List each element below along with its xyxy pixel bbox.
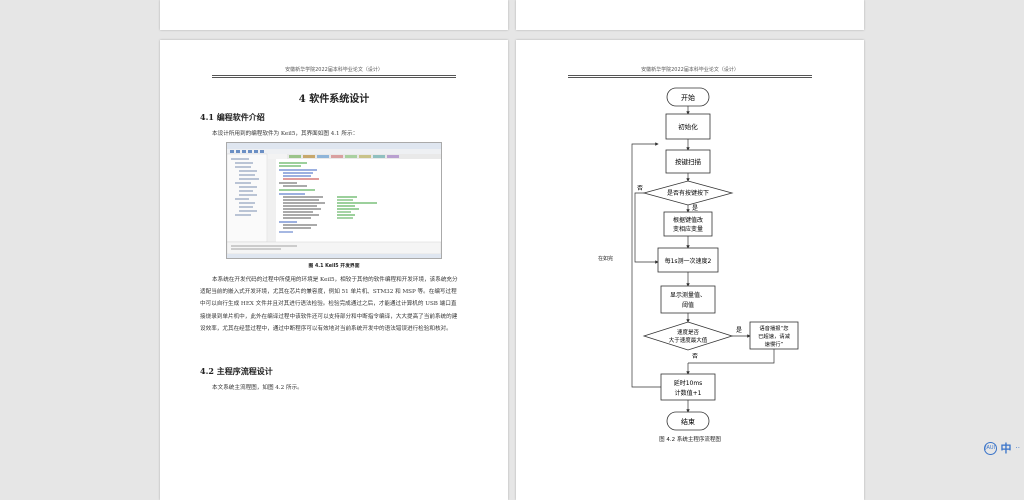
page-header: 安徽新华学院2022届本科毕业论文（设计） (285, 67, 383, 73)
flow-end: 结束 (666, 411, 710, 431)
flow-label-no-1: 否 (637, 185, 643, 192)
svg-text:大于速度最大值: 大于速度最大值 (669, 336, 708, 344)
page-header: 安徽新华学院2022届本科毕业论文（设计） (641, 67, 739, 73)
page-top-left-fragment (160, 0, 508, 30)
flow-delay-count: 延时10ms 计数值+1 (660, 373, 716, 401)
section-4-2-paragraph: 本文系统主流程图，如图 4.2 所示。 (212, 385, 303, 391)
flow-display-values: 显示测量值、 阈值 (660, 285, 716, 314)
section-title-4-2: 4.2 主程序流程设计 (200, 366, 273, 376)
side-annotation: 在如完 (598, 256, 614, 262)
svg-text:变相应变量: 变相应变量 (673, 225, 703, 233)
svg-text:速慢行”: 速慢行” (765, 340, 784, 348)
more-dots-icon[interactable]: ⋅⋅ (1015, 444, 1020, 452)
document-page-right: 安徽新华学院2022届本科毕业论文（设计） 开始 (516, 40, 864, 500)
header-rule-thin (568, 77, 812, 78)
flow-init: 初始化 (665, 113, 711, 140)
svg-text:计数值+1: 计数值+1 (675, 389, 702, 397)
document-page-left: 安徽新华学院2022届本科毕业论文（设计） 4 软件系统设计 4.1 编程软件介… (160, 40, 508, 500)
svg-text:每1s测一次速度2: 每1s测一次速度2 (665, 257, 712, 265)
corner-toolbar[interactable]: JAUI 中 ⋅⋅ (983, 440, 1020, 456)
svg-text:语音播报“您: 语音播报“您 (759, 324, 788, 332)
assistant-circle-icon[interactable]: JAUI (983, 441, 997, 455)
figure-4-1-caption: 图 4.1 Keil5 开发界面 (308, 264, 360, 269)
svg-text:已超速，请减: 已超速，请减 (758, 332, 790, 340)
svg-text:延时10ms: 延时10ms (674, 379, 703, 387)
svg-text:速度是否: 速度是否 (677, 328, 700, 336)
svg-text:开始: 开始 (681, 93, 695, 102)
svg-text:显示测量值、: 显示测量值、 (670, 291, 706, 299)
flow-decision-key-pressed: 是否有按键按下 (642, 180, 734, 206)
chapter-title: 4 软件系统设计 (298, 94, 370, 105)
svg-text:阈值: 阈值 (682, 301, 694, 309)
svg-text:根据键值改: 根据键值改 (673, 216, 703, 224)
main-program-flowchart: 开始 初始化 按键扫描 是否有按键按下 否 是 根据键值改 变相应变量 每1s测… (631, 87, 799, 431)
flow-label-yes-1: 是 (692, 205, 698, 212)
keil5-screenshot (226, 142, 442, 259)
svg-text:按键扫描: 按键扫描 (675, 157, 702, 166)
keil5-screenshot-image (227, 143, 441, 258)
language-toggle[interactable]: 中 (1000, 442, 1012, 455)
header-rule-thin (212, 77, 456, 78)
flow-voice-warning: 语音播报“您 已超速，请减 速慢行” (749, 321, 799, 350)
figure-4-2-caption: 图 4.2 系统主程序流程图 (659, 437, 721, 443)
section-title-4-1: 4.1 编程软件介绍 (200, 112, 265, 122)
body-paragraph: 本系统在开发代码的过程中所使用的环境是 Keil5，相较于其他的软件编程和开发环… (200, 277, 458, 332)
flow-measure-speed: 每1s测一次速度2 (657, 247, 719, 273)
flow-label-no-2: 否 (692, 353, 698, 360)
flow-label-yes-2: 是 (736, 327, 742, 334)
svg-text:是否有按键按下: 是否有按键按下 (667, 189, 709, 197)
section-4-1-paragraph: 本设计所用到的编程软件为 Keil5，其界面如图 4.1 所示： (212, 131, 359, 137)
page-top-right-fragment (516, 0, 864, 30)
header-rule (568, 75, 812, 76)
flow-decision-overspeed: 速度是否 大于速度最大值 (642, 321, 734, 351)
flow-start: 开始 (666, 87, 710, 107)
flow-key-scan: 按键扫描 (665, 149, 711, 174)
flow-adjust-variable: 根据键值改 变相应变量 (663, 211, 713, 237)
svg-text:结束: 结束 (681, 417, 695, 426)
header-rule (212, 75, 456, 76)
svg-text:初始化: 初始化 (678, 122, 698, 131)
